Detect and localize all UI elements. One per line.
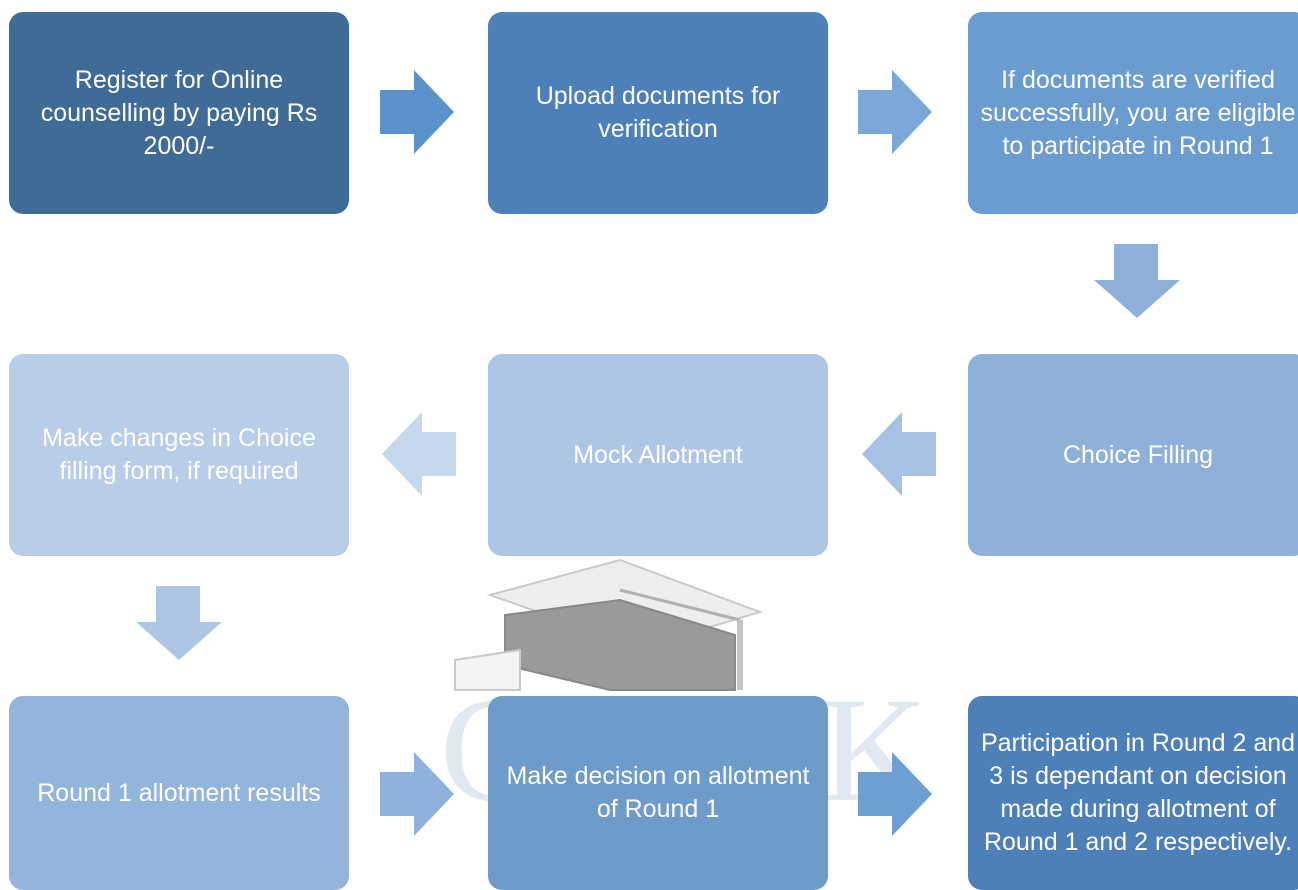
arrow-3 (1094, 244, 1180, 318)
step-box-7: Round 1 allotment results (9, 696, 349, 890)
step-label-9: Participation in Round 2 and 3 is depend… (980, 729, 1296, 856)
step-box-5: Mock Allotment (488, 354, 828, 556)
step-box-3: If documents are verified successfully, … (968, 12, 1298, 214)
arrow-right-icon (858, 70, 932, 154)
arrow-8 (858, 752, 932, 836)
step-box-4: Choice Filling (968, 354, 1298, 556)
arrow-right-icon (380, 70, 454, 154)
step-label-5: Mock Allotment (573, 440, 743, 469)
step-box-6: Make changes in Choice filling form, if … (9, 354, 349, 556)
step-label-4: Choice Filling (1062, 440, 1214, 469)
arrow-left-icon (862, 412, 936, 496)
arrow-right-icon (380, 752, 454, 836)
arrow-left-icon (382, 412, 456, 496)
step-box-9: Participation in Round 2 and 3 is depend… (968, 696, 1298, 890)
arrow-down-icon (1094, 244, 1180, 318)
arrow-5 (382, 412, 456, 496)
step-box-1: Register for Online counselling by payin… (9, 12, 349, 214)
arrow-right-icon (858, 752, 932, 836)
arrow-down-icon (136, 586, 222, 660)
arrow-4 (862, 412, 936, 496)
step-label-1: Register for Online counselling by payin… (40, 65, 318, 160)
step-label-3: If documents are verified successfully, … (980, 65, 1296, 160)
step-label-6: Make changes in Choice filling form, if … (42, 424, 316, 485)
step-box-8: Make decision on allotment of Round 1 (488, 696, 828, 890)
step-label-7: Round 1 allotment results (37, 778, 321, 807)
arrow-7 (380, 752, 454, 836)
step-label-2: Upload documents for verification (535, 82, 781, 143)
graduation-cap-icon (454, 558, 764, 691)
arrow-2 (858, 70, 932, 154)
step-box-2: Upload documents for verification (488, 12, 828, 214)
arrow-6 (136, 586, 222, 660)
arrow-1 (380, 70, 454, 154)
step-label-8: Make decision on allotment of Round 1 (506, 762, 810, 823)
